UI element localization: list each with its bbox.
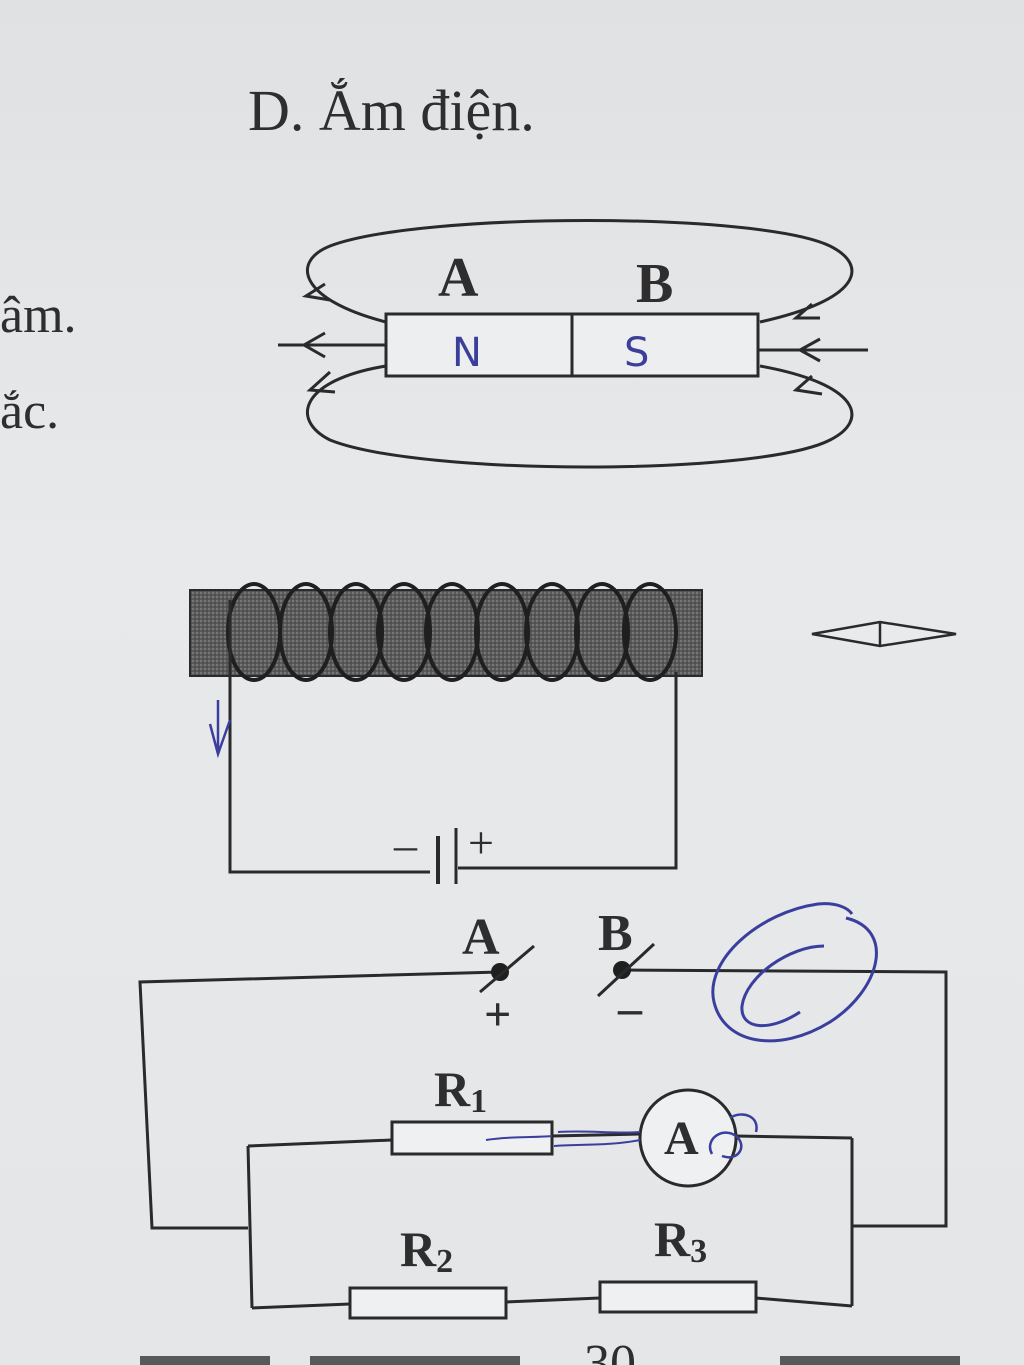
label-r3-sub: 3: [690, 1233, 707, 1270]
battery-minus: –: [393, 819, 418, 870]
bottom-cut-text-fragment-3: [780, 1356, 960, 1365]
coil-windings: [226, 582, 678, 682]
wire-outer-left: [138, 970, 501, 1230]
magnet-label-a: A: [438, 247, 479, 309]
solenoid-wire-left: [228, 600, 430, 874]
label-r2: R2: [400, 1221, 453, 1280]
wire-bottom-branch-1: [251, 1302, 351, 1310]
option-d-text: D. Ắm điện.: [248, 78, 535, 143]
battery-plus: +: [468, 817, 494, 868]
arrow-bottom-left: [306, 370, 336, 394]
handwritten-current-marks: [485, 1130, 641, 1147]
field-line-top: [305, 219, 854, 324]
arrow-left-axis: [300, 331, 326, 359]
arrow-top-left: [301, 282, 331, 302]
wire-top-branch-2: [551, 1132, 641, 1138]
terminal-b-dot: [613, 961, 631, 979]
arrow-top-right: [792, 302, 820, 320]
ammeter: [638, 1088, 738, 1188]
solenoid-figure: – +: [189, 582, 957, 884]
wire-top-branch-1: [247, 1138, 393, 1148]
label-r2-sub: 2: [436, 1243, 453, 1280]
label-r3: R3: [654, 1211, 707, 1270]
solenoid-wire-right: [458, 672, 678, 870]
handwritten-pole-n: N: [452, 330, 482, 376]
label-r3-main: R: [654, 1211, 691, 1267]
ammeter-label: A: [664, 1112, 699, 1165]
terminal-sign-minus: –: [617, 982, 643, 1035]
field-line-bottom: [305, 364, 854, 469]
wire-bottom-branch-3: [755, 1296, 853, 1308]
bar-magnet-figure: A B N S: [278, 219, 868, 469]
wire-outer-right: [621, 968, 948, 1228]
resistor-circuit-figure: A B + – R1 R2 R3 A: [138, 902, 948, 1320]
compass-needle: [811, 620, 957, 648]
resistor-r3: [598, 1280, 758, 1314]
label-r1-sub: 1: [470, 1083, 487, 1120]
margin-text-line2: ắc.: [0, 383, 59, 440]
label-r1: R1: [434, 1061, 487, 1120]
terminal-a-post: [479, 944, 535, 994]
arrow-right-axis: [796, 337, 821, 363]
wire-branch-left: [246, 1145, 254, 1309]
label-r2-main: R: [400, 1221, 437, 1277]
wire-top-branch-3: [735, 1134, 853, 1140]
bottom-cut-text-fragment-2: [310, 1356, 520, 1365]
terminal-a-dot: [491, 963, 509, 981]
magnet-label-b: B: [636, 253, 673, 315]
terminal-label-a: A: [462, 909, 500, 966]
handwritten-scribble-ammeter: [708, 1113, 758, 1159]
margin-text-line1: âm.: [0, 287, 77, 344]
bottom-cut-text-fragment: [140, 1356, 270, 1365]
handwritten-circle-annotation: [711, 902, 878, 1043]
handwritten-pole-s: S: [624, 330, 649, 376]
wire-bottom-branch-2: [505, 1296, 601, 1304]
bottom-cut-text: 30: [584, 1335, 636, 1365]
arrow-bottom-right: [792, 374, 823, 396]
label-r1-main: R: [434, 1061, 471, 1117]
terminal-b-post: [596, 942, 656, 998]
resistor-r2: [348, 1286, 508, 1320]
terminal-sign-plus: +: [484, 988, 511, 1041]
terminal-label-b: B: [598, 905, 633, 962]
handwritten-current-arrow: [208, 700, 232, 759]
